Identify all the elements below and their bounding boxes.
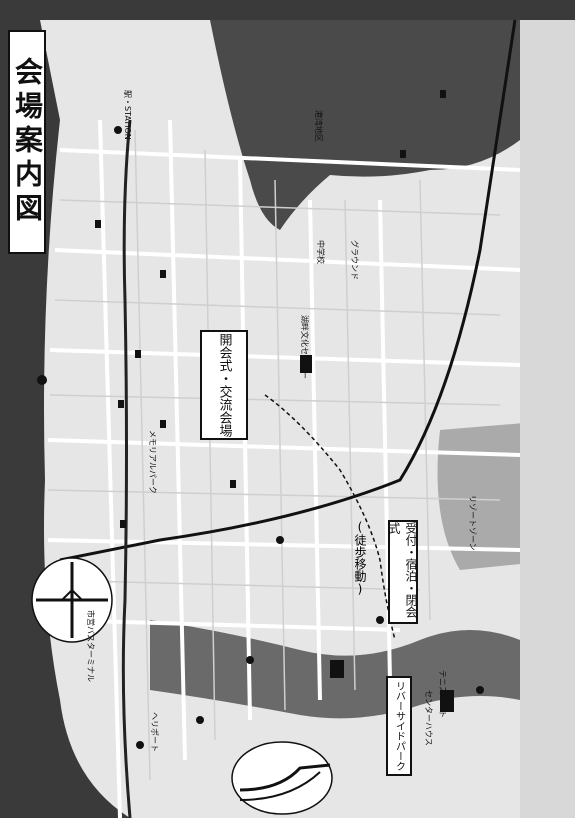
compass-icon (31, 557, 113, 643)
resort-zone-label: リゾートゾーン (468, 495, 477, 551)
circle-markers (37, 126, 484, 749)
bus-terminal-label: 市営バスターミナル (86, 610, 96, 682)
tennis-court-label: テニスコート (438, 670, 447, 718)
ground-label: グラウンド (350, 240, 360, 280)
walk-note: (徒歩移動) (353, 520, 367, 596)
memorial-park-label: メモリアルパーク (148, 430, 157, 494)
building-markers (95, 90, 454, 712)
main-venue-label: 開会式・交流会場 (200, 330, 248, 440)
outer-area (520, 20, 575, 818)
street-grid (47, 129, 501, 781)
railway-line (59, 19, 517, 562)
culture-center-label: 湖畔文化センター (300, 315, 310, 379)
walking-route (264, 394, 396, 641)
harbor-label: 港湾地区 (314, 110, 324, 142)
heliport-label: ヘリポート (150, 712, 159, 752)
highway (121, 119, 132, 818)
riverside-park-label: リバーサイドパーク (386, 676, 412, 776)
center-house-label: センターハウス (424, 690, 433, 746)
lake-area (210, 20, 520, 230)
map-title: 会場案内図 (8, 30, 46, 254)
station-label: 駅・STATION (123, 90, 132, 140)
reception-venue-label: 受付・宿泊・閉会式 (387, 520, 418, 624)
school-label: 中学校 (316, 240, 326, 264)
interchange-icon (231, 741, 333, 815)
